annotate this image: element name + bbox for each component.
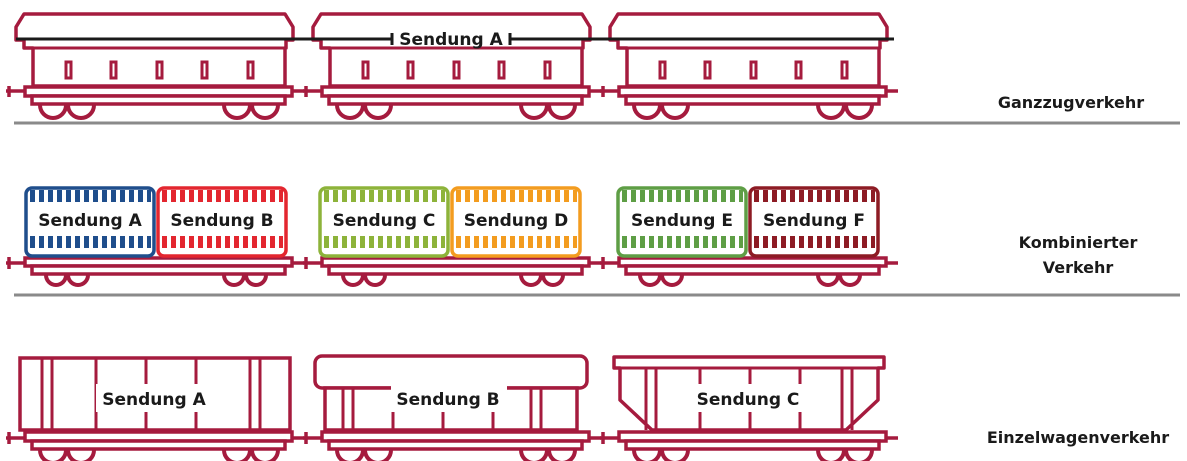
wagon-label: Sendung A: [102, 390, 206, 410]
container-label: Sendung F: [763, 211, 865, 231]
container-a: Sendung A: [24, 186, 156, 258]
container-label: Sendung D: [464, 211, 568, 231]
flat-wagon: [4, 255, 306, 287]
kombiniert-row: Sendung A Sendung B Sendung C Sendung D: [4, 186, 1180, 297]
container-label: Sendung A: [38, 211, 142, 231]
hopper-wagon: [4, 12, 306, 120]
hopper-wagon: [598, 12, 900, 120]
shipment-label: Sendung A: [399, 30, 503, 50]
flat-wagon: [301, 255, 603, 287]
container-label: Sendung B: [170, 211, 273, 231]
open-wagon: [4, 356, 306, 461]
row-label: Einzelwagenverkehr: [987, 428, 1169, 447]
row-label: Verkehr: [1043, 258, 1114, 277]
container-d: Sendung D: [450, 186, 582, 258]
row-label: Kombinierter: [1019, 233, 1138, 252]
wagon-label: Sendung B: [396, 390, 499, 410]
container-b: Sendung B: [156, 186, 288, 258]
container-f: Sendung F: [748, 186, 880, 258]
container-c: Sendung C: [318, 186, 450, 258]
flat-wagon: [598, 255, 900, 287]
ganzzug-row: Sendung A Ganzzugverkehr: [4, 12, 1180, 125]
einzelwagen-row: Sendung A Sendung B: [4, 354, 1169, 461]
self-discharge-wagon: [598, 355, 900, 461]
covered-wagon: [301, 354, 603, 461]
container-label: Sendung C: [333, 211, 436, 231]
container-e: Sendung E: [616, 186, 748, 258]
row-label: Ganzzugverkehr: [998, 93, 1144, 112]
wagon-label: Sendung C: [697, 390, 800, 410]
container-label: Sendung E: [631, 211, 733, 231]
